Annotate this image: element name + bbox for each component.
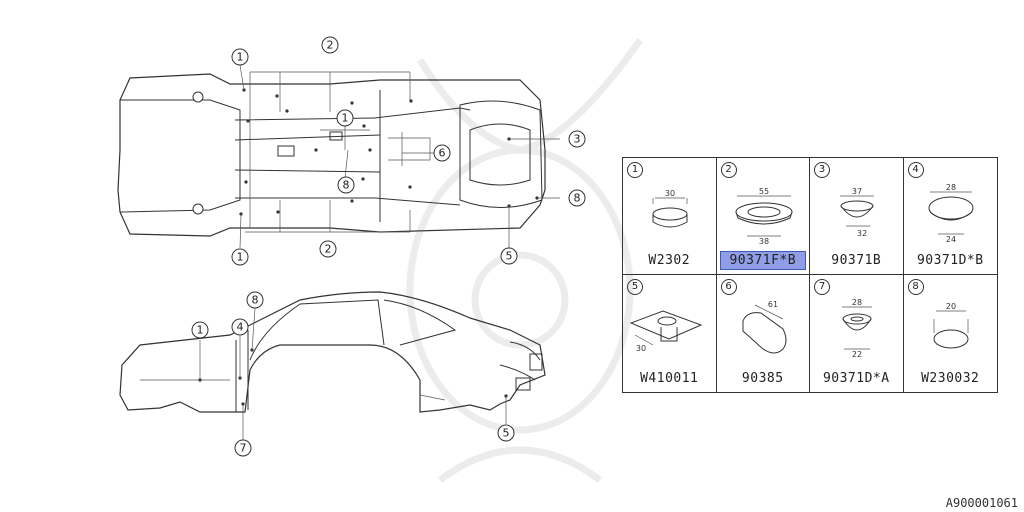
part-number-badge: 7: [814, 279, 830, 295]
part-number-badge: 6: [720, 279, 737, 295]
part-number-label-selected[interactable]: 90371F*B: [719, 251, 806, 270]
part-cell[interactable]: 3 37 32 90371B: [810, 158, 904, 275]
underbody-callouts: 1 2 1 3 6 8 8 1 2 5: [231, 36, 586, 266]
part-cell[interactable]: 5 30 W410011: [623, 275, 717, 392]
clip-illustration: 30: [629, 310, 703, 353]
svg-text:24: 24: [945, 235, 955, 244]
svg-text:8: 8: [574, 192, 581, 205]
svg-text:5: 5: [506, 250, 513, 263]
part-number-badge: 2: [720, 162, 737, 178]
svg-text:30: 30: [636, 344, 646, 353]
part-cell[interactable]: 6 61 90385: [717, 275, 810, 392]
part-number-label: 90371B: [831, 253, 882, 268]
svg-text:32: 32: [857, 229, 867, 238]
underbody-view: [117, 64, 560, 249]
side-body-view: 1 4 8 7 5: [119, 291, 546, 457]
svg-text:4: 4: [237, 321, 244, 334]
svg-text:20: 20: [945, 302, 955, 311]
part-cell[interactable]: 4 28 24 90371D*B: [903, 158, 997, 275]
svg-text:1: 1: [197, 324, 204, 337]
part-number-badge: 8: [907, 279, 924, 295]
svg-text:61: 61: [767, 300, 777, 309]
plug-illustration: 28 22: [842, 298, 872, 359]
svg-text:28: 28: [945, 183, 955, 192]
part-number-label: 90385: [741, 371, 784, 386]
svg-text:8: 8: [343, 179, 350, 192]
part-number-label: 90371D*B: [916, 253, 984, 268]
part-number-badge: 4: [907, 162, 924, 178]
svg-text:2: 2: [327, 39, 334, 52]
svg-text:6: 6: [439, 147, 446, 160]
svg-text:22: 22: [852, 350, 862, 359]
part-number-label: W2302: [648, 253, 691, 268]
svg-text:2: 2: [325, 243, 332, 256]
part-number-badge: 5: [627, 279, 643, 295]
part-cell[interactable]: 2 55 38 90371F*B: [716, 158, 810, 275]
watermark: [406, 37, 643, 483]
part-number-label: W410011: [640, 371, 699, 386]
diagram-code: A900001061: [945, 496, 1018, 510]
plug-illustration: 30: [652, 189, 688, 228]
parts-table: 1 30 W2302 2 55 38 90371F*B 3 37 32 90: [622, 157, 998, 393]
part-number-badge: 1: [627, 162, 643, 178]
svg-text:1: 1: [237, 251, 244, 264]
svg-text:37: 37: [852, 187, 862, 196]
svg-text:55: 55: [758, 187, 768, 196]
part-number-label: W230032: [921, 371, 980, 386]
svg-text:7: 7: [240, 442, 247, 455]
svg-text:5: 5: [503, 427, 510, 440]
plug-illustration: 28 24: [928, 183, 973, 244]
svg-text:1: 1: [342, 112, 349, 125]
part-cell[interactable]: 7 28 22 90371D*A: [810, 275, 904, 392]
pad-illustration: 61: [742, 300, 786, 354]
plug-illustration: 20: [933, 302, 968, 349]
part-number-label: 90371D*A: [822, 371, 890, 386]
svg-text:28: 28: [852, 298, 862, 307]
part-number-badge: 3: [814, 162, 830, 178]
svg-text:1: 1: [237, 51, 244, 64]
svg-text:3: 3: [574, 133, 581, 146]
part-cell[interactable]: 1 30 W2302: [623, 158, 717, 275]
part-cell[interactable]: 8 20 W230032: [904, 275, 998, 392]
plug-illustration: 37 32: [840, 187, 874, 238]
plug-illustration: 55 38: [735, 187, 792, 246]
svg-text:30: 30: [665, 189, 675, 198]
svg-text:8: 8: [252, 294, 259, 307]
svg-text:38: 38: [758, 237, 768, 246]
